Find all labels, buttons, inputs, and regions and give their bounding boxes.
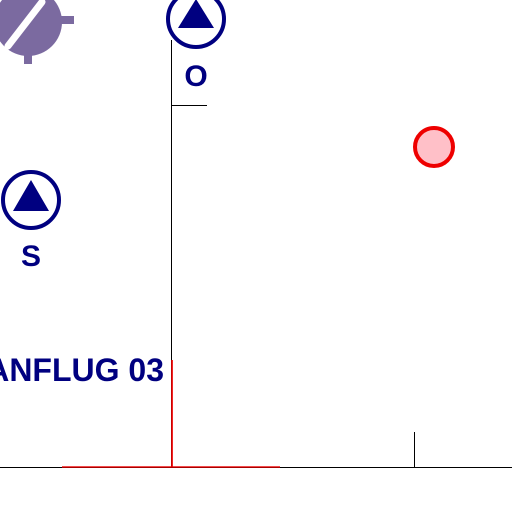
waypoint-o-triangle-in-circle-icon[interactable] — [166, 0, 226, 49]
obstacle-red-circle-icon[interactable] — [413, 126, 455, 168]
approach-label: ANFLUG 03 — [0, 352, 164, 388]
waypoint-s-triangle-in-circle-icon[interactable] — [1, 170, 61, 230]
waypoint-s-label: S — [20, 240, 42, 273]
navaid-slashed-disc-icon[interactable] — [0, 0, 74, 64]
waypoint-o-label: O — [184, 60, 208, 93]
